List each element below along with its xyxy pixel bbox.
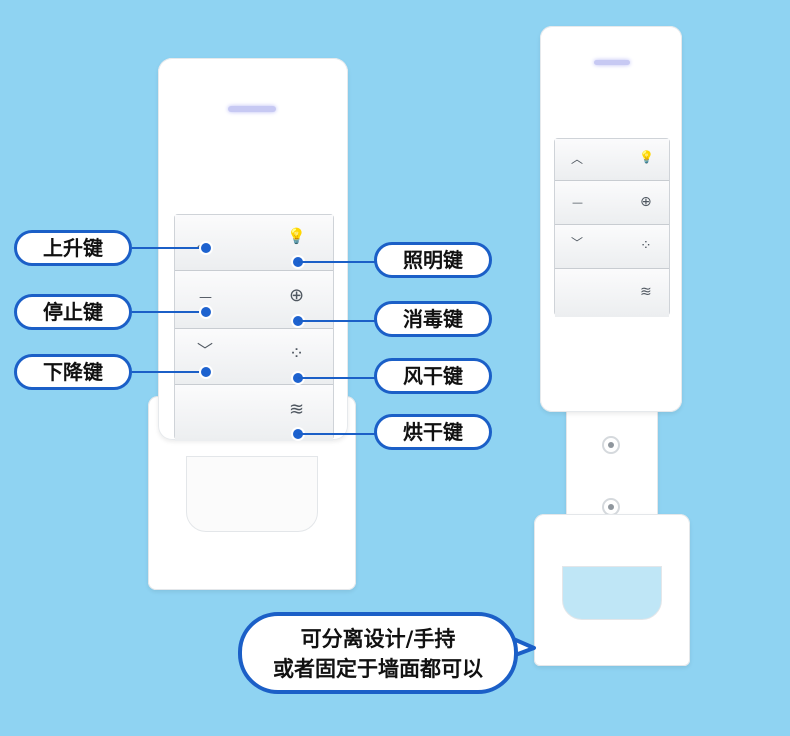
leader-up: [132, 247, 206, 249]
heat-dry-icon[interactable]: ≋: [289, 399, 305, 420]
right-remote: ︿ 💡 — ⊕ ﹀ ⁘ ≋: [540, 26, 682, 412]
left-key-row-4[interactable]: ≋: [175, 385, 333, 441]
chevron-down-icon[interactable]: ﹀: [571, 236, 584, 250]
label-down-key: 下降键: [14, 354, 132, 390]
right-key-row-1[interactable]: ︿ 💡: [555, 139, 669, 181]
left-holder-cradle: [186, 456, 318, 532]
minus-icon[interactable]: —: [199, 290, 212, 305]
label-disinfect-key: 消毒键: [374, 301, 492, 337]
fan-icon[interactable]: ⁘: [289, 343, 305, 364]
heat-dry-icon[interactable]: ≋: [640, 284, 652, 300]
label-up-key: 上升键: [14, 230, 132, 266]
disinfect-icon[interactable]: ⊕: [289, 285, 305, 306]
marker-up: [199, 241, 213, 255]
label-air-dry-key: 风干键: [374, 358, 492, 394]
info-bubble: 可分离设计/手持 或者固定于墙面都可以: [238, 612, 518, 694]
leader-stop: [132, 311, 206, 313]
right-key-row-4[interactable]: ≋: [555, 269, 669, 317]
right-indicator-light: [594, 60, 630, 65]
minus-icon[interactable]: —: [572, 196, 583, 209]
left-key-row-3[interactable]: ﹀ ⁘: [175, 329, 333, 385]
bulb-icon[interactable]: 💡: [287, 227, 306, 245]
bulb-icon[interactable]: 💡: [639, 150, 654, 164]
left-key-row-2[interactable]: — ⊕: [175, 271, 333, 329]
right-key-row-3[interactable]: ﹀ ⁘: [555, 225, 669, 269]
left-indicator-light: [228, 106, 276, 112]
disinfect-icon[interactable]: ⊕: [640, 194, 652, 210]
bubble-line-1: 可分离设计/手持: [300, 627, 456, 651]
right-key-row-2[interactable]: — ⊕: [555, 181, 669, 225]
chevron-up-icon[interactable]: ︿: [571, 152, 584, 166]
left-remote: ︿ 💡 — ⊕ ﹀ ⁘ ≋: [158, 58, 348, 441]
leader-heat-dry: [298, 433, 376, 435]
leader-down: [132, 371, 206, 373]
marker-down: [199, 365, 213, 379]
label-heat-dry-key: 烘干键: [374, 414, 492, 450]
leader-light: [298, 261, 376, 263]
label-light-key: 照明键: [374, 242, 492, 278]
left-keypad: ︿ 💡 — ⊕ ﹀ ⁘ ≋: [174, 214, 334, 441]
marker-stop: [199, 305, 213, 319]
leader-disinfect: [298, 320, 376, 322]
bubble-line-2: 或者固定于墙面都可以: [273, 657, 483, 681]
label-stop-key: 停止键: [14, 294, 132, 330]
right-keypad: ︿ 💡 — ⊕ ﹀ ⁘ ≋: [554, 138, 670, 317]
fan-icon[interactable]: ⁘: [640, 238, 652, 254]
leader-air-dry: [298, 377, 376, 379]
chevron-down-icon[interactable]: ﹀: [197, 341, 214, 360]
right-holder-cradle: [562, 566, 662, 620]
bracket-screw-hole-top: [602, 436, 620, 454]
right-wall-holder: [534, 514, 690, 666]
